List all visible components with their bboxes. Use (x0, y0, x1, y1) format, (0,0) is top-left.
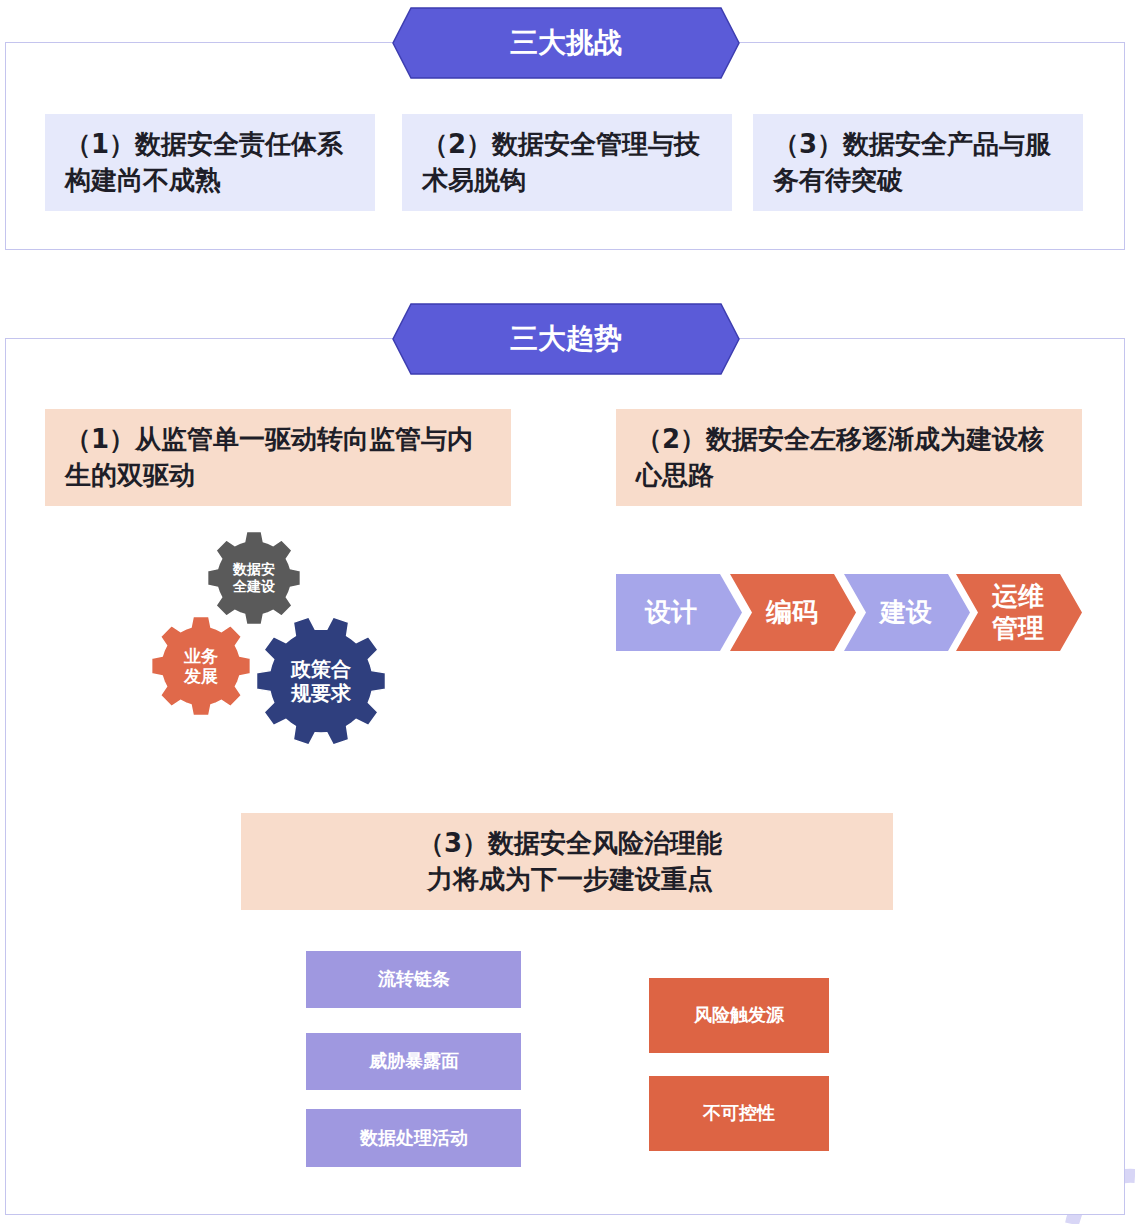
text-box: （2）数据安全左移逐渐成为建设核心思路 (616, 409, 1082, 506)
box-label: 数据处理活动 (360, 1126, 468, 1150)
text-box: （3）数据安全产品与服务有待突破 (753, 114, 1083, 211)
header-title: 三大挑战 (393, 8, 739, 78)
chevron-step: 编码 (730, 574, 856, 651)
step-label: 运维管理 (992, 581, 1044, 643)
gear-node: 业务发展 (151, 616, 251, 716)
box-label: 威胁暴露面 (369, 1049, 459, 1073)
chevron-step: 设计 (616, 574, 742, 651)
box-title: （1）从监管单一驱动转向监管与内生的双驱动 (65, 422, 497, 492)
step-label: 建设 (880, 597, 932, 628)
section-panel: （1）数据安全责任体系构建尚不成熟 （2）数据安全管理与技术易脱钩 （3）数据安全产… (5, 42, 1125, 250)
box-title: （2）数据安全左移逐渐成为建设核心思路 (636, 422, 1068, 492)
text-box: 不可控性 (649, 1076, 829, 1151)
gear-node: 政策合规要求 (256, 616, 386, 746)
text-box: （2）数据安全管理与技术易脱钩 (402, 114, 732, 211)
text-box: 风险触发源 (649, 978, 829, 1053)
step-label: 设计 (645, 597, 697, 628)
gear-label: 数据安全建设 (233, 561, 275, 595)
box-title: （3）数据安全风险治理能力将成为下一步建设重点 (415, 826, 725, 896)
chevron-step: 运维管理 (956, 574, 1082, 651)
box-label: 风险触发源 (694, 1003, 784, 1027)
section-header: 三大趋势 (393, 304, 739, 374)
section-panel: （1）从监管单一驱动转向监管与内生的双驱动 （2）数据安全左移逐渐成为建设核心思路… (5, 338, 1125, 1215)
box-title: （3）数据安全产品与服务有待突破 (773, 127, 1069, 197)
text-box: （1）从监管单一驱动转向监管与内生的双驱动 (45, 409, 511, 506)
text-box: （1）数据安全责任体系构建尚不成熟 (45, 114, 375, 211)
box-label: 不可控性 (703, 1101, 775, 1125)
text-box: 威胁暴露面 (306, 1033, 521, 1090)
gear-node: 数据安全建设 (207, 531, 301, 625)
box-label: 流转链条 (378, 967, 450, 991)
box-title: （1）数据安全责任体系构建尚不成熟 (65, 127, 361, 197)
gear-label: 政策合规要求 (291, 657, 351, 705)
chevron-step: 建设 (844, 574, 970, 651)
text-box: （3）数据安全风险治理能力将成为下一步建设重点 (241, 813, 893, 910)
text-box: 数据处理活动 (306, 1109, 521, 1167)
box-title: （2）数据安全管理与技术易脱钩 (422, 127, 718, 197)
section-header: 三大挑战 (393, 8, 739, 78)
text-box: 流转链条 (306, 951, 521, 1008)
step-label: 编码 (766, 597, 818, 628)
header-title: 三大趋势 (393, 304, 739, 374)
gear-label: 业务发展 (184, 646, 218, 687)
